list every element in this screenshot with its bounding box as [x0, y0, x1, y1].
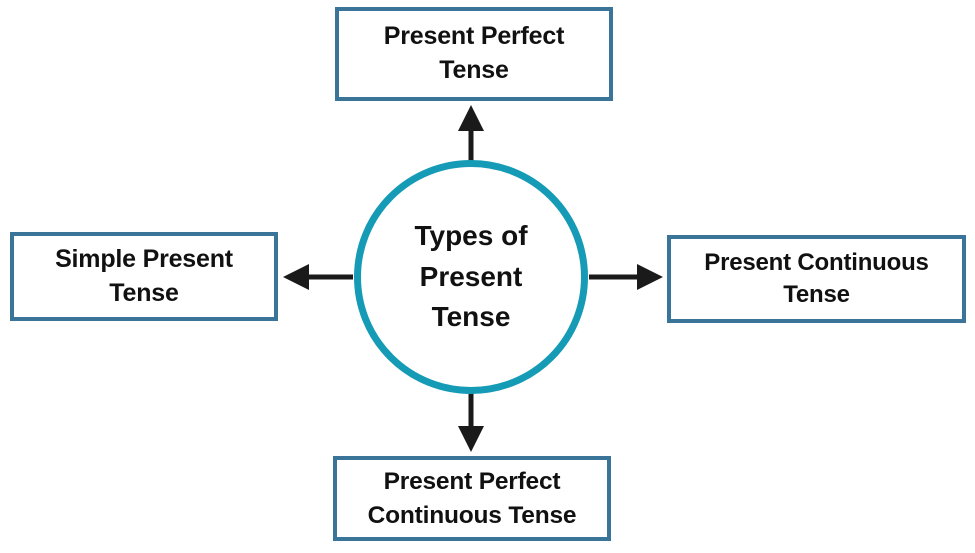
node-label-bottom: Present Perfect Continuous Tense	[367, 468, 577, 529]
node-label-top: Present Perfect Tense	[383, 22, 565, 84]
center-node-types-of-present-tense[interactable]: Types of Present Tense	[354, 160, 588, 394]
node-present-perfect-continuous-tense[interactable]: Present Perfect Continuous Tense	[333, 456, 611, 541]
node-label-right: Present Continuous Tense	[704, 248, 929, 308]
node-present-continuous-tense[interactable]: Present Continuous Tense	[667, 235, 966, 323]
center-node-label: Types of Present Tense	[414, 220, 528, 333]
node-present-perfect-tense[interactable]: Present Perfect Tense	[335, 7, 613, 101]
node-label-left: Simple Present Tense	[55, 244, 233, 307]
node-simple-present-tense[interactable]: Simple Present Tense	[10, 232, 278, 321]
